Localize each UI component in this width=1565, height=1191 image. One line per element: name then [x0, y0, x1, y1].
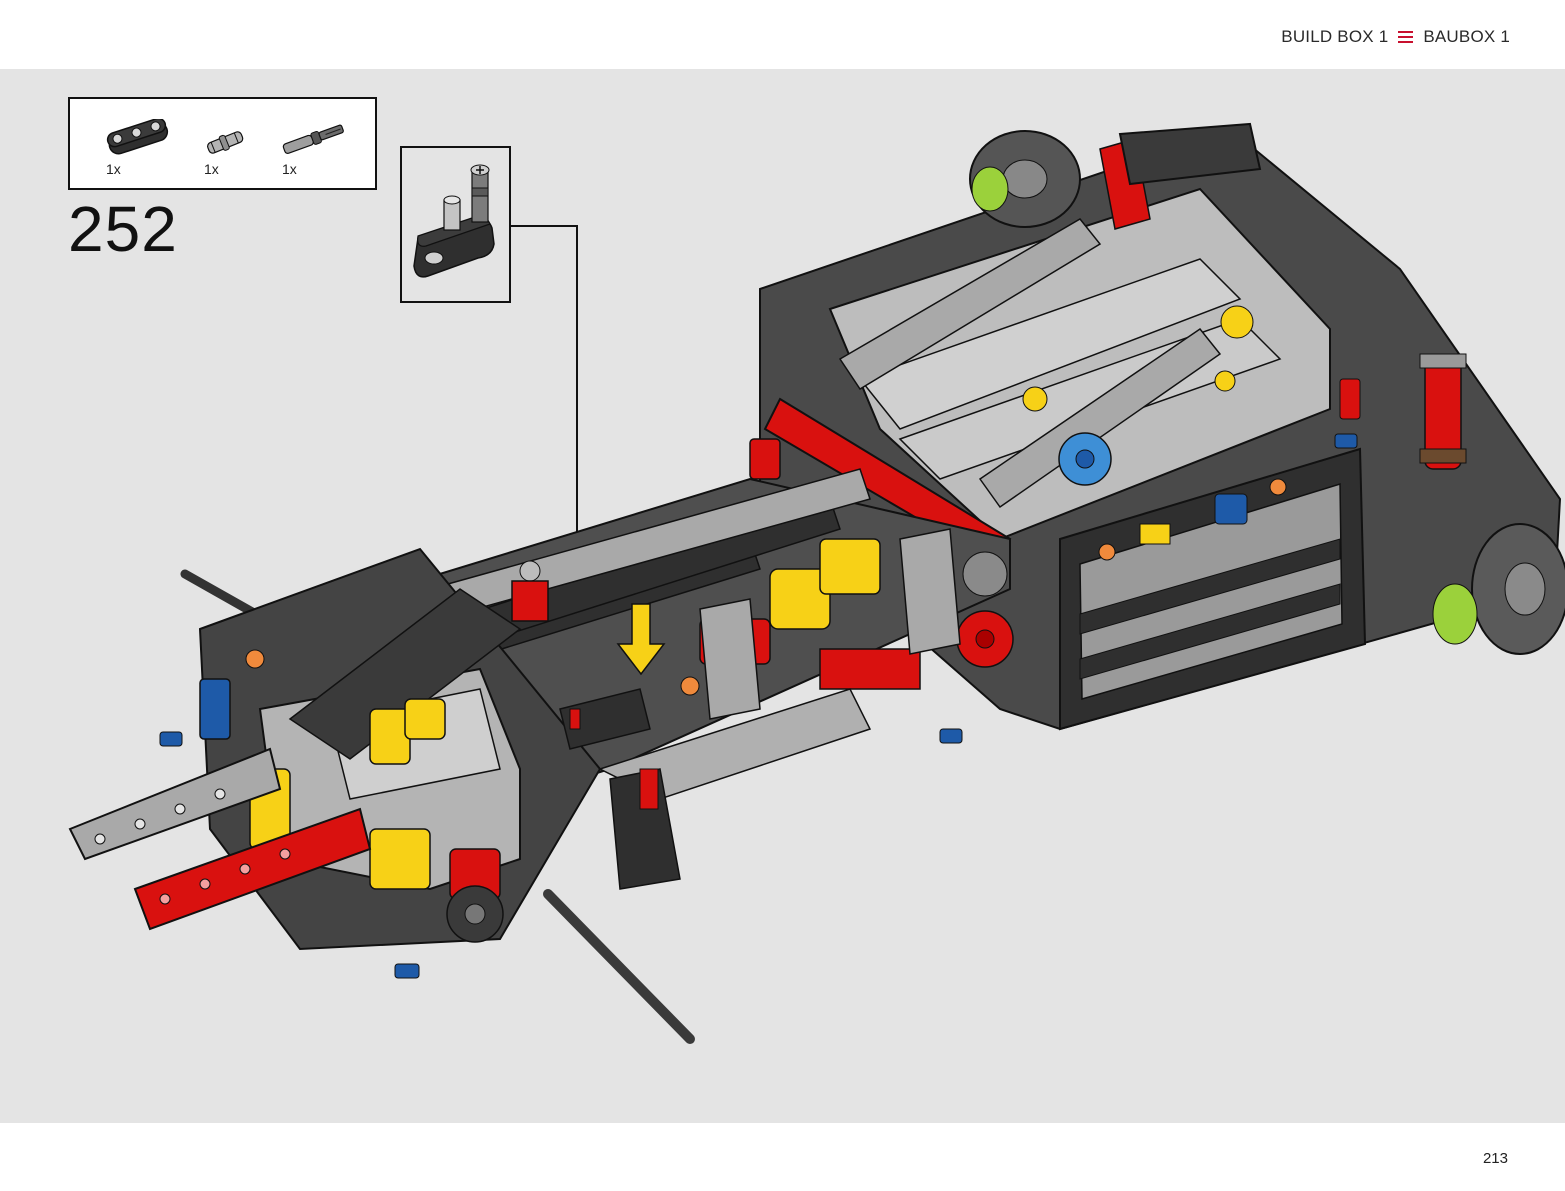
submodel-callout	[400, 146, 511, 303]
parts-list: 1x 1x 1x	[68, 97, 377, 190]
model-illustration	[68, 122, 1565, 1044]
instruction-canvas: 1x 1x 1x 252	[0, 69, 1565, 1123]
part-qty: 1x	[282, 161, 297, 177]
part-qty: 1x	[106, 161, 121, 177]
step-number: 252	[68, 193, 178, 265]
page-number: 213	[1482, 1150, 1508, 1167]
submodel-illustration	[413, 164, 495, 278]
build-box-label: BUILD BOX 1 BAUBOX 1	[1281, 26, 1510, 48]
build-box-de: BAUBOX 1	[1423, 27, 1510, 46]
part-qty: 1x	[204, 161, 219, 177]
page-header: BUILD BOX 1 BAUBOX 1	[0, 0, 1565, 69]
page-footer: 213	[0, 1123, 1565, 1191]
menu-icon	[1398, 31, 1414, 43]
technic-pin-icon	[203, 129, 247, 155]
technic-beam-3-icon	[104, 119, 174, 155]
insertion-arrow-icon	[616, 603, 666, 676]
technic-axle-pin-icon	[278, 121, 348, 155]
build-box-en: BUILD BOX 1	[1281, 27, 1389, 46]
